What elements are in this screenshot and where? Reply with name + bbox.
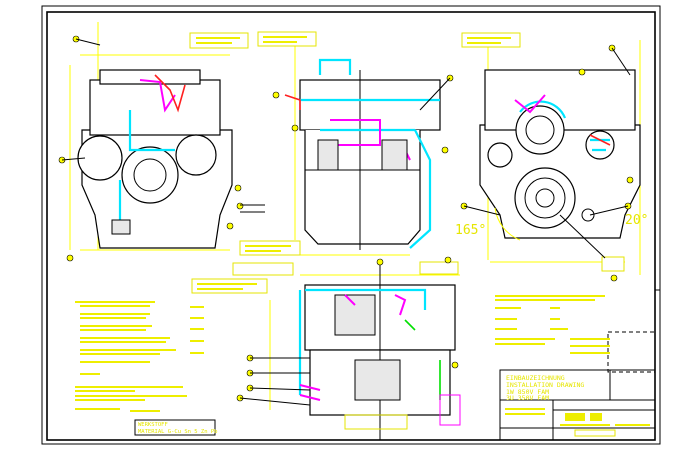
angle-right: 20° <box>625 213 648 228</box>
front-view <box>239 31 454 256</box>
right-side-view <box>460 32 641 282</box>
title-en: INSTALLATION DRAWING <box>506 381 584 389</box>
left-side-view <box>58 22 249 262</box>
drawing-frame <box>41 5 661 445</box>
title-block <box>499 369 656 441</box>
model-1: 1W 850V FAM <box>506 388 549 396</box>
model-2: 3U 350V FAM <box>506 394 549 402</box>
general-notes <box>75 295 610 412</box>
title-de: EINBAUZEICHNUNG <box>506 374 565 382</box>
top-view <box>191 256 461 440</box>
material-spec: MATERIAL G-Cu Sn 5 Zn Pb <box>138 429 217 435</box>
material-label: WERKSTOFF <box>138 422 168 428</box>
angle-left: 165° <box>455 223 486 238</box>
